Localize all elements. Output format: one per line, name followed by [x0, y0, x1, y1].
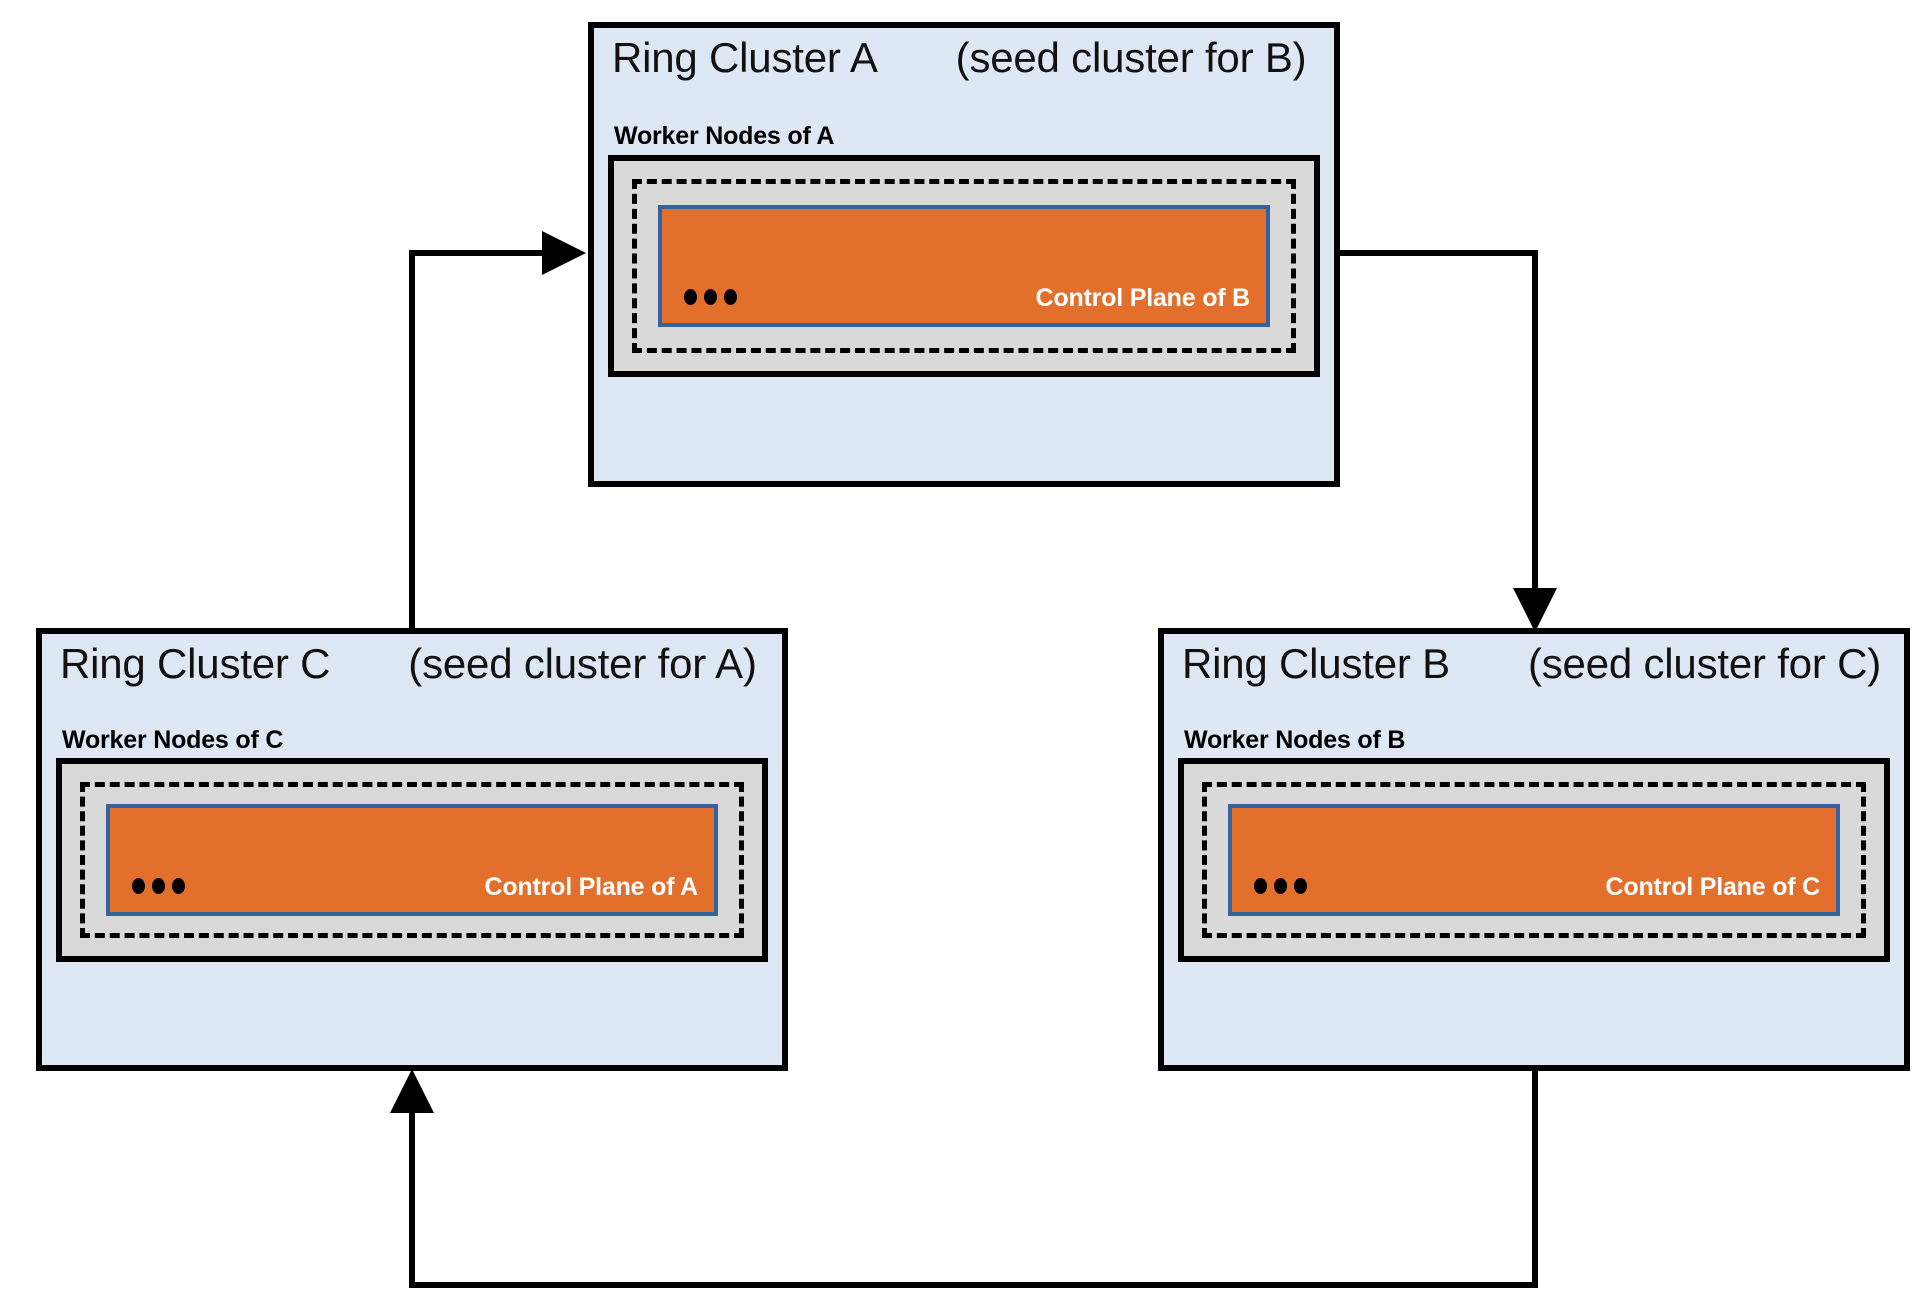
arrow-b-to-c [390, 1065, 1538, 1288]
cluster-a-worker-box[interactable]: Control Plane of B [608, 155, 1320, 377]
cluster-b-name: Ring Cluster B [1182, 640, 1450, 687]
cluster-c-node-boundary [80, 782, 744, 938]
cluster-c-control-plane-label: Control Plane of A [484, 873, 698, 901]
cluster-c-title: Ring Cluster C (seed cluster for A) [60, 640, 757, 688]
cluster-a-control-plane-label: Control Plane of B [1035, 284, 1251, 312]
cluster-c-worker-label: Worker Nodes of C [62, 726, 284, 754]
cluster-b-worker-label: Worker Nodes of B [1184, 726, 1406, 754]
cluster-a-title: Ring Cluster A (seed cluster for B) [612, 34, 1307, 82]
cluster-b[interactable]: Ring Cluster B (seed cluster for C) Worke… [1158, 628, 1910, 1071]
cluster-a[interactable]: Ring Cluster A (seed cluster for B) Worke… [588, 22, 1340, 487]
cluster-b-control-plane-label: Control Plane of C [1605, 873, 1821, 901]
cluster-a-ellipsis [684, 289, 737, 305]
cluster-c-seed-note: (seed cluster for A) [408, 640, 757, 687]
cluster-b-worker-box[interactable]: Control Plane of C [1178, 758, 1890, 962]
cluster-a-name: Ring Cluster A [612, 34, 878, 81]
cluster-c-control-plane[interactable]: Control Plane of A [106, 804, 718, 916]
cluster-a-node-boundary [632, 179, 1296, 353]
cluster-c[interactable]: Ring Cluster C (seed cluster for A) Worke… [36, 628, 788, 1071]
cluster-c-ellipsis [132, 878, 185, 894]
cluster-b-ellipsis [1254, 878, 1307, 894]
cluster-a-control-plane[interactable]: Control Plane of B [658, 205, 1270, 327]
cluster-c-name: Ring Cluster C [60, 640, 331, 687]
arrow-a-to-b [1340, 250, 1557, 632]
cluster-a-worker-label: Worker Nodes of A [614, 122, 835, 150]
cluster-c-worker-box[interactable]: Control Plane of A [56, 758, 768, 962]
cluster-b-node-boundary [1202, 782, 1866, 938]
cluster-b-seed-note: (seed cluster for C) [1527, 640, 1882, 687]
cluster-b-control-plane[interactable]: Control Plane of C [1228, 804, 1840, 916]
cluster-b-title: Ring Cluster B (seed cluster for C) [1182, 640, 1881, 688]
arrow-c-to-a [409, 231, 586, 634]
cluster-a-seed-note: (seed cluster for B) [955, 34, 1307, 81]
